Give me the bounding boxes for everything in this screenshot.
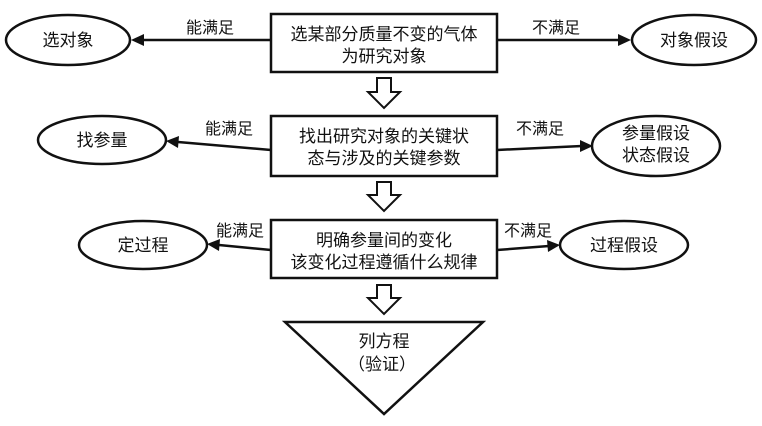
final-triangle	[281, 320, 487, 416]
step-1-yes-ellipse	[4, 13, 132, 67]
step-1-yes-arrowhead	[131, 34, 144, 46]
final-line-1: 列方程	[359, 332, 410, 352]
step-1-no-label: 不满足	[532, 18, 580, 37]
step-1-yes-result: 选对象	[43, 31, 94, 51]
step-3-yes-result: 定过程	[118, 236, 169, 256]
step-2-line-2: 态与涉及的关键参数	[308, 149, 461, 169]
step-3-yes-label: 能满足	[216, 221, 264, 240]
step-1-yes-label: 能满足	[186, 18, 234, 37]
step-2-box	[269, 114, 499, 178]
down-arrow-3	[365, 284, 403, 316]
step-3-yes-ellipse	[77, 219, 209, 271]
step-3-no-result: 过程假设	[590, 236, 658, 256]
step-2-yes-arrow	[177, 140, 272, 152]
step-1-line-1: 选某部分质量不变的气体	[291, 25, 478, 45]
step-3-no-arrow	[496, 244, 550, 252]
step-1-no-arrowhead	[618, 34, 631, 46]
step-1-no-ellipse	[630, 13, 758, 67]
step-2-yes-result: 找参量	[77, 131, 128, 151]
down-arrow-2	[365, 181, 403, 213]
step-3-no-label: 不满足	[504, 221, 552, 240]
step-2-yes-arrowhead	[166, 136, 179, 148]
step-3-yes-arrow	[218, 243, 272, 252]
step-2-yes-ellipse	[36, 114, 168, 166]
step-1-no-result: 对象假设	[660, 31, 728, 51]
step-2-yes-label: 能满足	[205, 119, 253, 138]
step-1-box	[269, 12, 499, 74]
step-2-no-arrowhead	[580, 140, 593, 152]
step-3-line-1: 明确参量间的变化	[316, 231, 452, 251]
step-2-no-result-line-1: 参量假设	[622, 124, 690, 144]
step-1-line-2: 为研究对象	[342, 47, 427, 67]
down-arrow-1	[365, 77, 403, 110]
step-2-no-arrow	[496, 144, 583, 152]
step-3-no-arrowhead	[547, 240, 560, 252]
step-2-no-label: 不满足	[516, 119, 564, 138]
step-2-line-1: 找出研究对象的关键状	[299, 127, 469, 147]
step-3-line-2: 该变化过程遵循什么规律	[291, 253, 478, 273]
final-line-2: （验证）	[348, 355, 416, 375]
step-2-no-result-line-2: 状态假设	[622, 146, 690, 166]
step-3-yes-arrowhead	[207, 239, 220, 251]
